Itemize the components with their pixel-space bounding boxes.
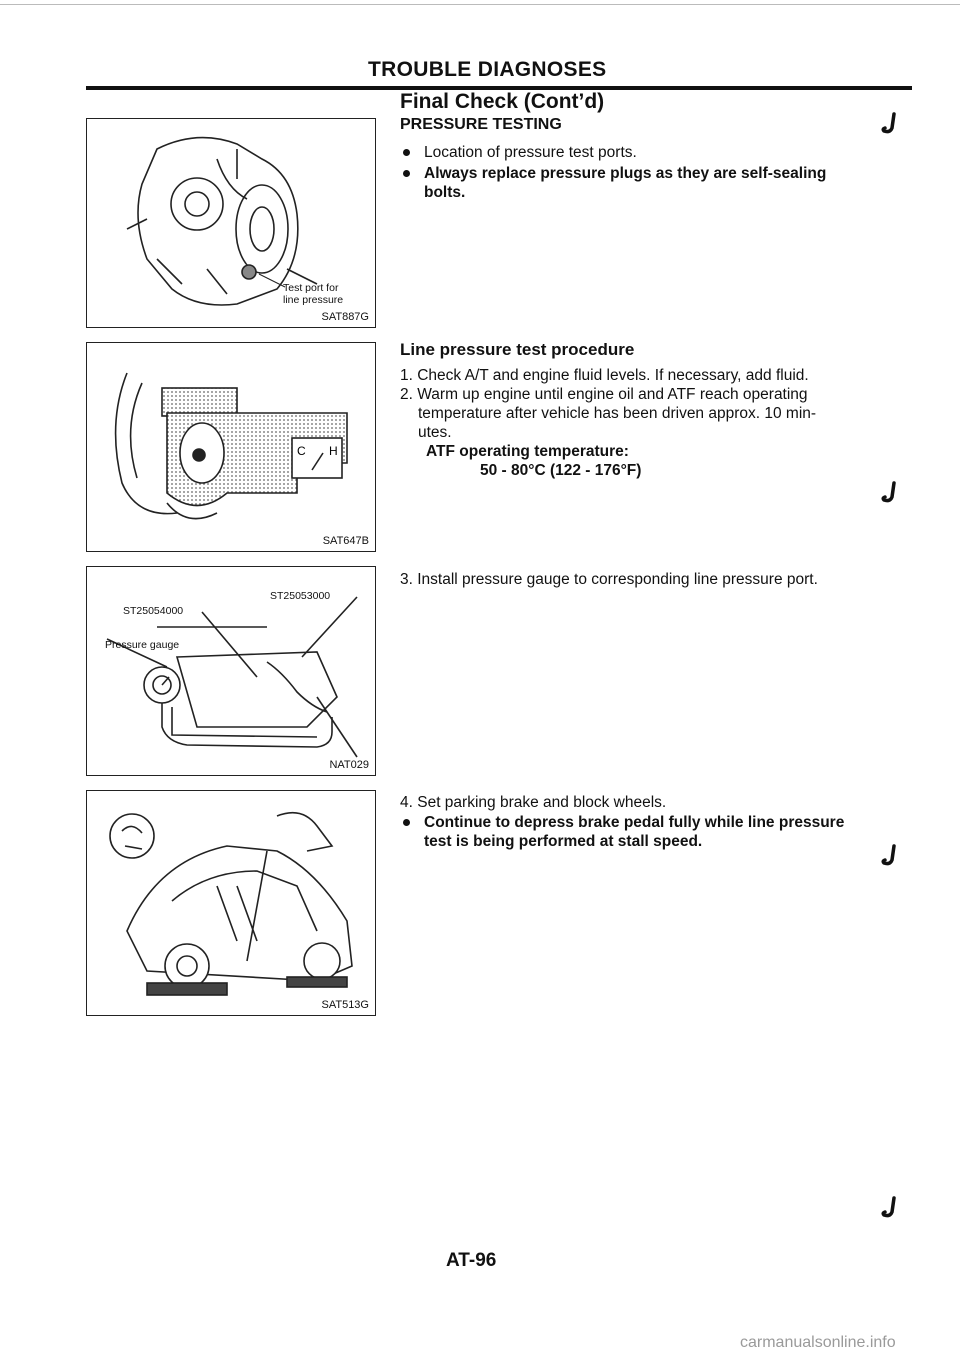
pressure-gauge-drawing-icon xyxy=(106,596,358,758)
pressure-gauge-label: Pressure gauge xyxy=(105,639,180,651)
figure-code: SAT887G xyxy=(321,311,370,323)
test-port-label: line pressure xyxy=(283,294,344,306)
step-2-line-2: temperature after vehicle has been drive… xyxy=(418,405,817,422)
bullet-continuation: test is being performed at stall speed. xyxy=(424,833,703,850)
bullet-item: Continue to depress brake pedal fully wh… xyxy=(400,813,910,832)
atf-temperature-label: ATF operating temperature: xyxy=(426,443,629,460)
page-number: AT-96 xyxy=(446,1250,497,1271)
figure-parking-brake: SAT513G xyxy=(86,790,376,1016)
watermark-text: carmanualsonline.info xyxy=(740,1334,896,1351)
procedure-heading: Line pressure test procedure xyxy=(400,340,635,359)
bullet-text: Continue to depress brake pedal fully wh… xyxy=(424,814,845,831)
transmission-drawing-icon xyxy=(126,136,318,306)
bullet-item: Location of pressure test ports. xyxy=(400,143,910,162)
bullet-text: Location of pressure test ports. xyxy=(424,144,637,161)
atf-temperature-value: 50 - 80°C (122 - 176°F) xyxy=(480,462,642,479)
section-title: Final Check (Cont’d) xyxy=(400,90,605,113)
figure-code: NAT029 xyxy=(329,759,369,771)
check-mark-icon xyxy=(881,1196,896,1218)
bullet-dot xyxy=(403,149,410,156)
gauge-hot-letter: H xyxy=(329,444,338,458)
step-2-line-3: utes. xyxy=(418,424,452,441)
page-header-title: TROUBLE DIAGNOSES xyxy=(368,58,607,81)
step-1: 1. Check A/T and engine fluid levels. If… xyxy=(400,367,809,384)
figure-code: SAT647B xyxy=(322,535,369,547)
top-edge-line xyxy=(0,4,960,5)
gauge-cold-letter: C xyxy=(297,444,306,458)
bullet-item: Always replace pressure plugs as they ar… xyxy=(400,164,910,183)
part-number-label: ST25054000 xyxy=(123,605,184,617)
procedure-step-4: 4. Set parking brake and block wheels. C… xyxy=(400,793,910,851)
part-number-label: ST25053000 xyxy=(270,590,331,602)
intro-bullets: Location of pressure test ports. Always … xyxy=(400,143,910,202)
bullet-dot xyxy=(403,819,410,826)
check-mark-icon xyxy=(881,112,896,134)
figure-pressure-gauge: ST25053000 ST25054000 Pressure gauge NAT… xyxy=(86,566,376,776)
figure-temperature-gauge: C H SAT647B xyxy=(86,342,376,552)
step-2-line-1: 2. Warm up engine until engine oil and A… xyxy=(400,386,808,403)
check-mark-icon xyxy=(881,844,896,866)
bullet-continuation: bolts. xyxy=(424,184,466,201)
step-4: 4. Set parking brake and block wheels. xyxy=(400,794,667,811)
temperature-gauge-drawing-icon: C H xyxy=(114,372,348,520)
test-port-label: Test port for xyxy=(283,282,339,294)
header-rule xyxy=(86,86,912,90)
check-mark-icon xyxy=(881,481,896,503)
figure-transmission: Test port for line pressure SAT887G xyxy=(86,118,376,328)
bullet-dot xyxy=(403,170,410,177)
car-parking-brake-drawing-icon xyxy=(109,811,353,996)
procedure-steps-1-2: 1. Check A/T and engine fluid levels. If… xyxy=(400,366,910,480)
subsection-title: PRESSURE TESTING xyxy=(400,116,562,133)
bullet-text: Always replace pressure plugs as they ar… xyxy=(424,165,827,182)
figure-code: SAT513G xyxy=(321,999,370,1011)
step-3: 3. Install pressure gauge to correspondi… xyxy=(400,571,818,588)
